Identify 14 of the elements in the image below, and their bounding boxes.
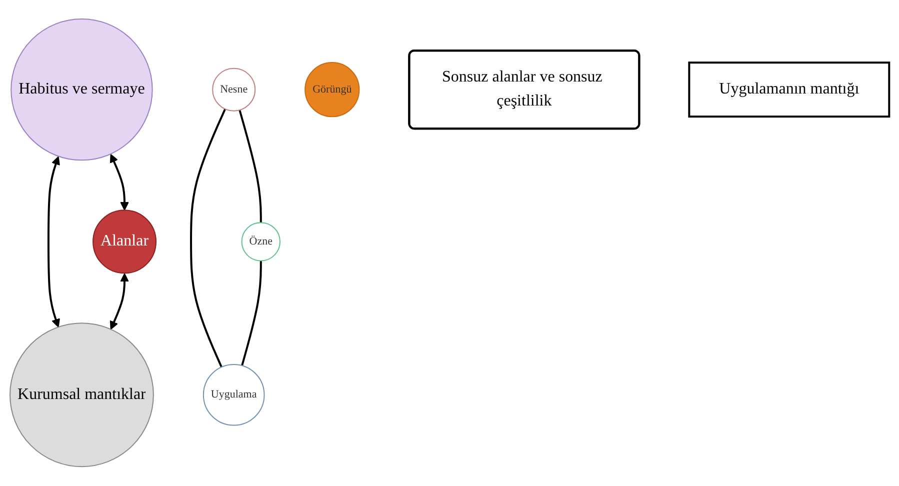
arrow: [110, 273, 129, 330]
node-circle: Alanlar: [92, 210, 156, 274]
connector: [190, 108, 226, 368]
arrow: [110, 154, 129, 211]
node-circle: Özne: [241, 222, 280, 262]
node-circle: Habitus ve sermaye: [10, 18, 153, 161]
node-circle: Kurumsal mantıklar: [9, 322, 154, 468]
node-circle: Nesne: [212, 68, 256, 112]
connector: [240, 260, 262, 366]
node-circle: Uygulama: [202, 364, 265, 426]
node-circle: Görüngü: [304, 62, 360, 118]
connector: [238, 110, 262, 223]
node-box: Uygulamanın mantığı: [688, 62, 890, 118]
arrow: [47, 156, 60, 328]
